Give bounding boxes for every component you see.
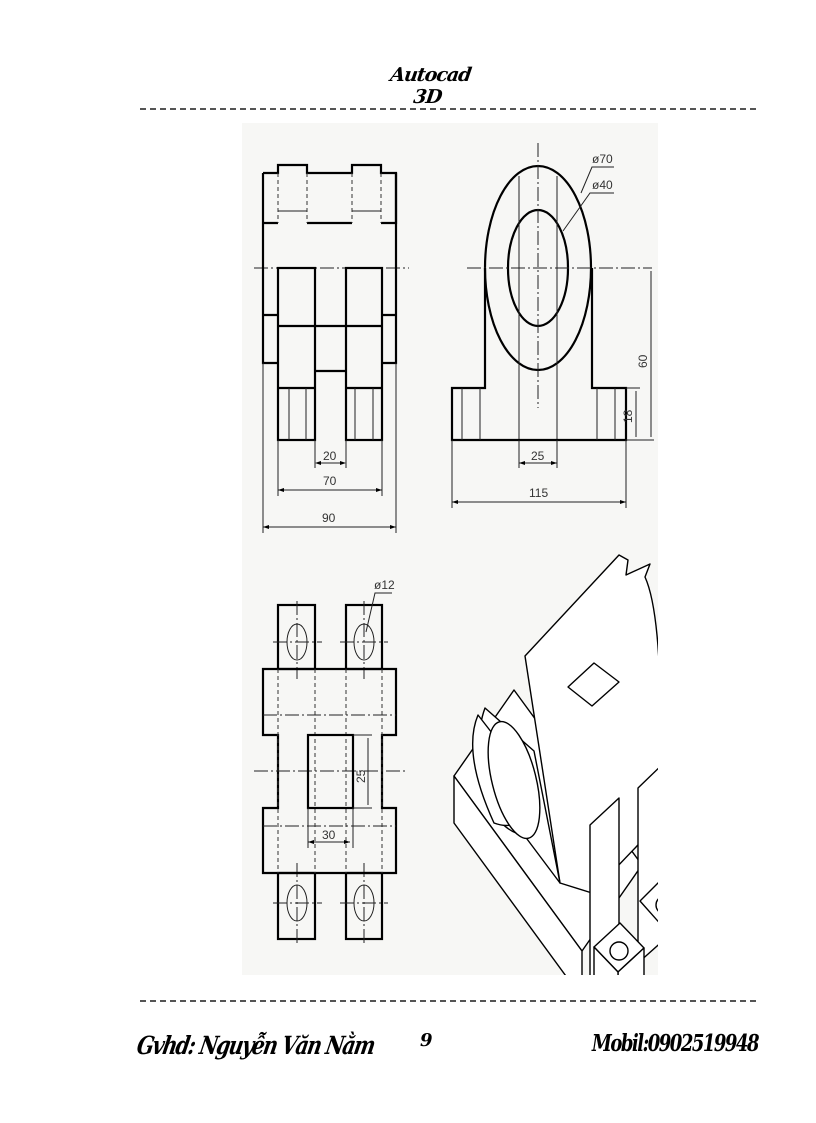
front-view: 20 70 90 — [254, 163, 409, 533]
dim-90: 90 — [322, 511, 336, 525]
dim-60: 60 — [636, 354, 650, 368]
dim-70: 70 — [323, 474, 337, 488]
footer-divider — [140, 1000, 756, 1002]
dim-dia-70: ø70 — [592, 152, 613, 166]
technical-drawing: 20 70 90 — [242, 123, 658, 975]
dim-25: 25 — [531, 449, 545, 463]
dim-30: 30 — [322, 828, 336, 842]
dim-115: 115 — [529, 486, 548, 500]
isometric-view — [453, 554, 658, 975]
dim-25-top: 25 — [354, 769, 368, 783]
footer-mobile: Mobil:0902519948 — [591, 1030, 760, 1058]
side-view: ø70 ø40 18 60 25 115 — [450, 143, 654, 508]
dim-dia-40: ø40 — [592, 178, 613, 192]
footer-author: Gvhd: Nguyễn Văn Nằm — [134, 1030, 377, 1060]
dim-20: 20 — [323, 449, 337, 463]
dim-18: 18 — [621, 409, 635, 423]
document-header-title: Autocad 3D — [388, 64, 473, 108]
header-divider — [140, 108, 756, 110]
top-view: 25 30 ø12 — [254, 578, 408, 945]
dim-dia-12: ø12 — [374, 578, 395, 592]
page-number: 9 — [420, 1030, 433, 1051]
